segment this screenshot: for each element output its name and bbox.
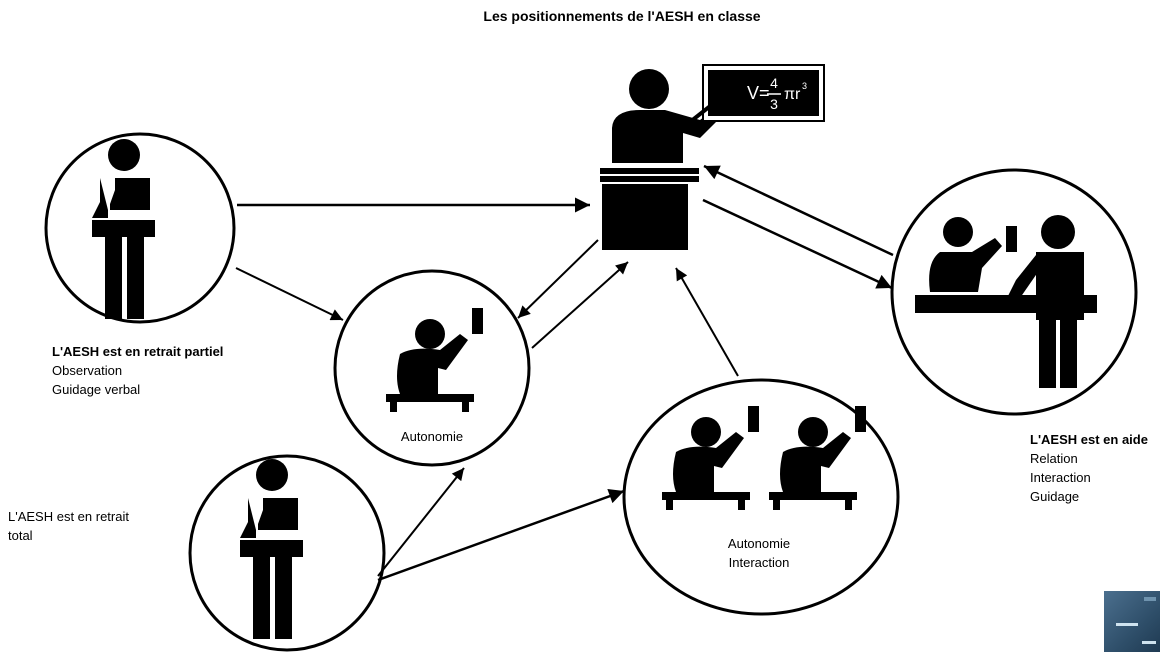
arrow-teacher-to-aide bbox=[702, 198, 893, 290]
label-aide-line-2: Interaction bbox=[1030, 470, 1091, 485]
label-autonomie-interaction: Autonomie Interaction bbox=[694, 534, 824, 572]
label-retrait-partiel-line-2: Guidage verbal bbox=[52, 382, 141, 397]
blackboard: V= 4 3 πr 3 bbox=[674, 64, 825, 135]
label-aide: L'AESH est en aide Relation Interaction … bbox=[1030, 430, 1148, 506]
label-autonomie: Autonomie bbox=[400, 429, 464, 444]
label-retrait-partiel: L'AESH est en retrait partiel Observatio… bbox=[52, 342, 223, 399]
label-retrait-partiel-title: L'AESH est en retrait partiel bbox=[52, 344, 224, 359]
aide-student-icon bbox=[929, 217, 1017, 292]
label-aide-line-1: Relation bbox=[1030, 451, 1078, 466]
arrow-teacher-to-autonomie bbox=[517, 239, 599, 319]
diagram-title: Les positionnements de l'AESH en classe bbox=[483, 8, 761, 24]
desk-icon bbox=[600, 168, 699, 250]
arrow-total-to-interaction bbox=[377, 489, 625, 582]
label-aide-title: L'AESH est en aide bbox=[1030, 432, 1148, 447]
formula-lhs: V= bbox=[747, 83, 770, 103]
aide-standing-aesh-icon bbox=[1008, 215, 1084, 388]
label-autonomie-interaction-line-1: Autonomie bbox=[727, 536, 791, 551]
arrow-total-to-autonomie bbox=[377, 467, 465, 577]
formula-numerator: 4 bbox=[770, 75, 778, 91]
formula-denominator: 3 bbox=[770, 96, 778, 112]
arrow-partiel-to-autonomie bbox=[235, 267, 344, 321]
corner-thumbnail bbox=[1104, 591, 1160, 652]
arrow-interaction-to-teacher bbox=[675, 267, 739, 377]
arrow-aide-to-teacher bbox=[703, 164, 894, 257]
arrow-autonomie-to-teacher bbox=[531, 261, 629, 349]
formula-rest: πr bbox=[784, 86, 801, 103]
label-retrait-partiel-line-1: Observation bbox=[52, 363, 123, 378]
label-aide-line-3: Guidage bbox=[1030, 489, 1080, 504]
arrows bbox=[235, 164, 894, 582]
label-retrait-total: L'AESH est en retrait total bbox=[8, 509, 129, 543]
formula-exponent: 3 bbox=[802, 81, 807, 91]
label-autonomie-interaction-line-2: Interaction bbox=[728, 555, 790, 570]
